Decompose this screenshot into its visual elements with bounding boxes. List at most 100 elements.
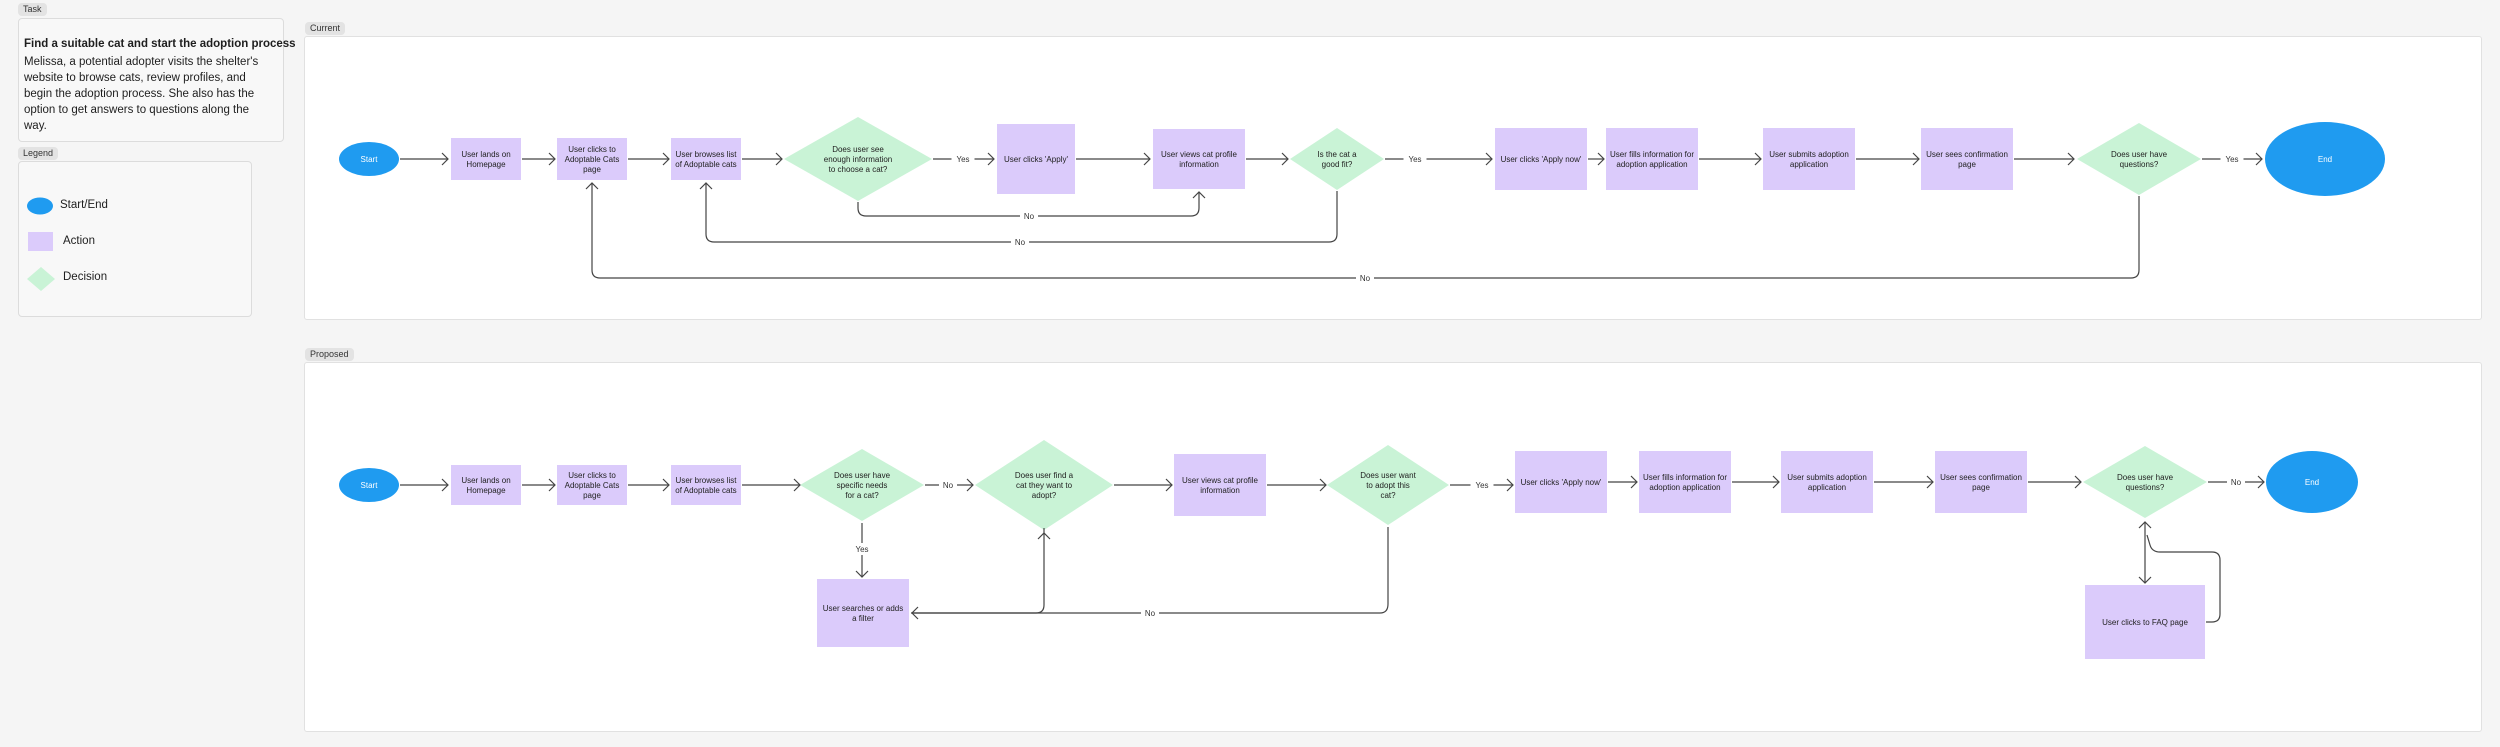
edge-p-submits-confirm-head: [1926, 475, 1934, 489]
c_end-shape: [2265, 122, 2385, 196]
p_profile-shape: [1174, 454, 1266, 516]
c_browse-shape: [671, 138, 741, 180]
p_submits-shape: [1781, 451, 1873, 513]
p_start-shape: [339, 468, 399, 502]
p_needs-shape: [800, 449, 924, 521]
task-title: Find a suitable cat and start the adopti…: [24, 38, 296, 50]
p_fills-shape: [1639, 451, 1731, 513]
c_start-label: Start: [361, 155, 379, 164]
edge-p-start-home-head: [441, 478, 449, 492]
c_start-shape: [339, 142, 399, 176]
edge-c-enough-apply-head: [987, 152, 995, 166]
edge-p-fills-submits-head: [1772, 475, 1780, 489]
p_filter-shape: [817, 579, 909, 647]
edge-p-filter-find: [911, 528, 1045, 614]
legend-label-action: Action: [63, 235, 95, 247]
edge-c-questions-yes: [591, 183, 2140, 279]
c_apply-shape: [997, 124, 1075, 194]
edge-label-c-questions-no: Yes: [2225, 155, 2238, 164]
edge-c-submits-confirm-head: [1912, 152, 1920, 166]
edge-p-home-adoptable-head: [548, 478, 556, 492]
edge-label-p-want-no-bg: [1141, 607, 1159, 619]
edge-label-c-goodfit-no: No: [1015, 238, 1026, 247]
c_questions-shape: [2077, 123, 2201, 195]
edge-c-profile-goodfit-head: [1281, 152, 1289, 166]
p_find-shape: [975, 440, 1113, 530]
p_home-shape: [451, 465, 521, 505]
edge-c-goodfit-no-head: [699, 182, 713, 190]
edge-p-questions-end-head: [2257, 475, 2265, 489]
edge-c-confirm-questions-head: [2067, 152, 2075, 166]
p_faq-shape: [2085, 585, 2205, 659]
edge-p-profile-want-head: [1319, 478, 1327, 492]
p_adoptable-shape: [557, 465, 627, 505]
edge-p-needs-yes-head: [855, 570, 869, 578]
legend-action-icon: [28, 232, 53, 251]
edge-c-browse-enough-head: [775, 152, 783, 166]
proposed-section: [304, 362, 2482, 732]
legend-decision-icon: [27, 267, 55, 291]
p_end-shape: [2266, 451, 2358, 513]
c_submits-shape: [1763, 128, 1855, 190]
c_confirm-shape: [1921, 128, 2013, 190]
edge-label-p-want-no: No: [1145, 609, 1156, 618]
c_apply-label: User clicks 'Apply': [1004, 155, 1068, 164]
edge-c-questions-end-head: [2255, 152, 2263, 166]
legend-label-start-end: Start/End: [60, 199, 108, 211]
edge-label-p-want-yes-bg: [1470, 479, 1494, 491]
edge-label-p-questions-no-bg: [2227, 476, 2245, 488]
p_want-shape: [1327, 445, 1449, 525]
edge-label-p-needs-no: No: [943, 481, 954, 490]
edge-c-adoptable-browse-head: [662, 152, 670, 166]
edge-p-find-profile-head: [1165, 478, 1173, 492]
edge-c-home-adoptable-head: [548, 152, 556, 166]
edge-label-c-questions-yes-bg: [1356, 272, 1374, 284]
legend-tag: Legend: [18, 147, 59, 160]
edge-label-c-enough-no: No: [1024, 212, 1035, 221]
c_goodfit-shape: [1290, 128, 1384, 190]
edge-label-c-goodfit-yes-bg: [1403, 153, 1427, 165]
edge-label-c-goodfit-no-bg: [1011, 236, 1029, 248]
edge-p-applynow-fills-head: [1630, 475, 1638, 489]
c_enough-shape: [784, 117, 932, 201]
edge-p-needs-find-head: [966, 478, 974, 492]
task-tag: Task: [18, 3, 47, 16]
edge-label-c-goodfit-yes: Yes: [1408, 155, 1421, 164]
edge-c-questions-yes-head: [585, 182, 599, 190]
legend-panel: [18, 161, 252, 317]
legend-label-decision: Decision: [63, 271, 108, 283]
p_applynow-shape: [1515, 451, 1607, 513]
task-body: Melissa, a potential adopter visits the …: [24, 56, 259, 132]
edge-c-applynow-fills-head: [1597, 152, 1605, 166]
c_home-shape: [451, 138, 521, 180]
edge-label-p-needs-yes-bg: [850, 543, 874, 555]
edge-label-p-questions-no: No: [2231, 478, 2242, 487]
p_browse-shape: [671, 465, 741, 505]
c_adoptable-shape: [557, 138, 627, 180]
proposed-tag: Proposed: [305, 348, 354, 361]
p_faq-label: User clicks to FAQ page: [2102, 618, 2188, 627]
edge-label-c-questions-yes: No: [1360, 274, 1371, 283]
c_applynow-shape: [1495, 128, 1587, 190]
edge-label-c-enough-yes-bg: [951, 153, 975, 165]
p_start-label: Start: [361, 481, 379, 490]
edge-p-browse-needs-head: [793, 478, 801, 492]
edge-c-apply-profile-head: [1143, 152, 1151, 166]
c_profile-shape: [1153, 129, 1245, 189]
task-panel: [18, 18, 284, 142]
c_applynow-label: User clicks 'Apply now': [1501, 155, 1582, 164]
